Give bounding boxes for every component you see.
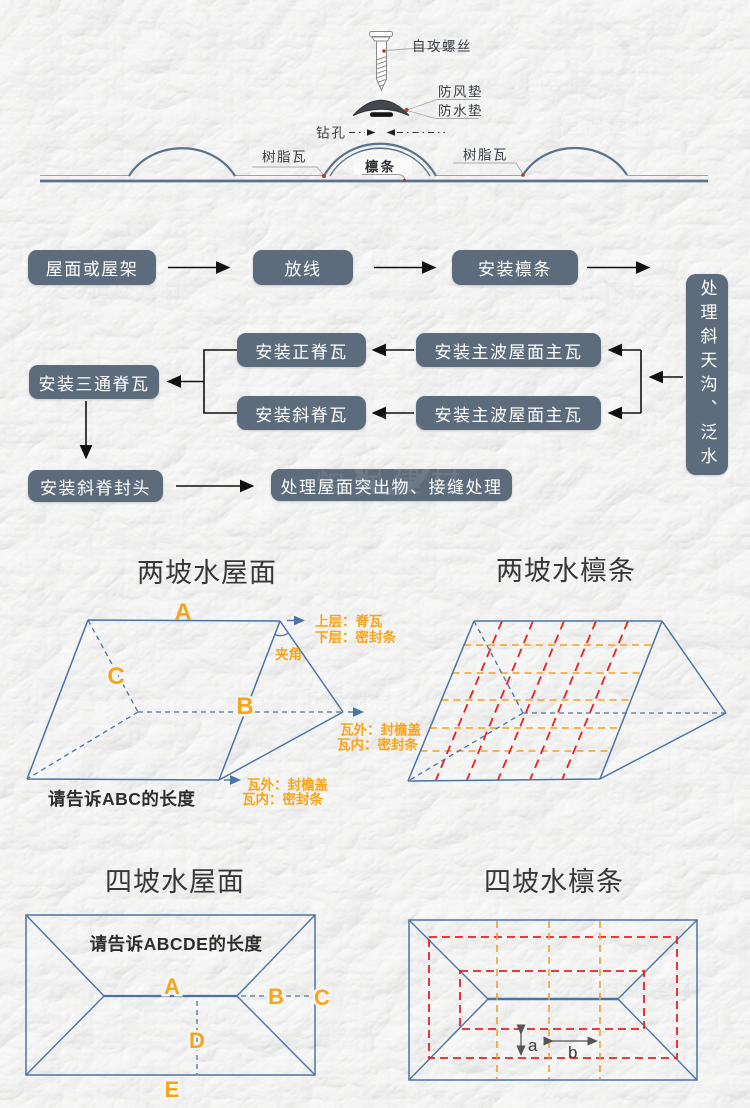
flow-node-treat-valley-flashing: 处理斜天沟、泛水: [686, 274, 728, 475]
resin-tile-right-label: 树脂瓦: [463, 148, 508, 163]
screw-label: 自攻螺丝: [412, 39, 472, 54]
tile-wave-center-inner: [329, 147, 431, 177]
tile-wave-left: [128, 147, 236, 177]
screw-head: [369, 31, 393, 37]
gable-eave-note-right-2: 瓦内：密封条: [337, 737, 418, 753]
hip-roof-question: 请告诉ABCDE的长度: [90, 934, 263, 954]
hip-purlin-outline: [408, 919, 698, 1081]
flow-node-install-three-way-ridge-tile: 安装三通脊瓦: [29, 365, 159, 399]
tile-wave-center-outer: [323, 142, 437, 177]
water-pad-shape: [370, 112, 393, 117]
gable-purlin-lines-orange: [420, 644, 653, 752]
tile-wave-profiles: [128, 142, 628, 177]
gable-purlin-title: 两坡水檩条: [496, 556, 636, 586]
flow-node-install-main-wave-tile-2: 安装主波屋面主瓦: [416, 396, 601, 430]
gable-label-b: B: [236, 693, 253, 720]
purlin-block: [354, 158, 412, 175]
flowchart-connectors: [79, 261, 683, 493]
gable-purlin-lines-red: [435, 620, 629, 781]
roof-sheet-lines: [40, 174, 708, 183]
water-pad-label: 防水垫: [438, 104, 483, 119]
cross-section-diagram: 自攻螺丝 防风垫 防水垫 钻孔 树脂瓦 树脂瓦 檩条: [40, 31, 708, 183]
gable-purlin-hidden-edges: [407, 620, 726, 782]
hip-label-b: B: [268, 984, 284, 1009]
flow-node-treat-roof-protrusions: 处理屋面突出物、接缝处理: [271, 469, 512, 501]
self-tapping-screw: [369, 31, 393, 92]
hip-purlin-red-rect-inner: [459, 970, 645, 1030]
hip-label-c: C: [314, 985, 330, 1010]
gable-roof-title: 两坡水屋面: [137, 558, 277, 588]
gable-angle-label: 夹角: [275, 646, 302, 662]
gable-roof-hidden-edges: [26, 619, 343, 780]
hip-purlin-hip-lines: [408, 919, 698, 1081]
gable-purlin-solid-edges: [407, 620, 727, 782]
hip-roof-hip-lines: [25, 914, 316, 1076]
hip-purlin-label-b: b: [568, 1043, 577, 1062]
hip-purlin-label-a: a: [528, 1036, 538, 1055]
attachment-dots: [322, 49, 525, 183]
hip-purlin-lines-orange: [496, 921, 601, 1079]
gable-eave-note-bottom-1: 瓦外：封檐盖: [247, 777, 328, 793]
flow-node-set-out-lines: 放线: [253, 250, 353, 285]
screw-threads: [376, 56, 387, 87]
gable-eave-note-right-1: 瓦外：封檐盖: [340, 722, 421, 738]
hip-roof-diagram: 四坡水屋面 请告诉ABCDE的长度 A B C D E: [25, 867, 333, 1105]
flow-node-install-main-wave-tile-1: 安装主波屋面主瓦: [416, 333, 601, 367]
gable-roof-question: 请告诉ABC的长度: [48, 789, 195, 809]
gable-label-c: C: [107, 663, 124, 690]
hip-purlin-red-rect-outer: [428, 936, 678, 1059]
drill-arrow-right-icon: [367, 129, 376, 136]
hip-label-a: A: [164, 974, 180, 999]
hip-label-d: D: [189, 1028, 205, 1053]
hip-roof-outline: [25, 914, 316, 1076]
gable-ridge-note-2: 下层：密封条: [315, 629, 396, 645]
purlin-leader-line: [362, 174, 406, 180]
screw-neck: [371, 36, 391, 42]
drill-arrow-left-icon: [386, 129, 395, 136]
tile-wave-right: [522, 146, 628, 176]
wind-pad-shape: [352, 99, 410, 116]
purlin-label: 檩条: [365, 159, 396, 175]
flow-node-install-purlins: 安装檩条: [452, 250, 578, 285]
gable-label-a: A: [174, 599, 191, 626]
gable-purlin-diagram: 两坡水檩条: [407, 556, 727, 782]
resin-tile-left-label: 树脂瓦: [262, 150, 307, 165]
drill-hole-label: 钻孔: [316, 126, 347, 141]
gable-roof-solid-edges: [26, 619, 344, 781]
hip-label-e: E: [165, 1077, 180, 1102]
gable-ridge-note-1: 上层：脊瓦: [315, 613, 383, 629]
drill-hole-mark: [349, 129, 445, 136]
wind-pad-label: 防风垫: [438, 85, 483, 100]
hip-roof-title: 四坡水屋面: [105, 867, 245, 897]
leader-lines: [252, 48, 524, 176]
hip-purlin-diagram: 四坡水檩条 a b: [408, 867, 698, 1081]
gable-roof-angle-arc: [274, 632, 289, 637]
gable-roof-diagram: 两坡水屋面 A C B 夹角 上层：脊瓦 下层：密封条 瓦外：封檐盖 瓦内：密封…: [26, 558, 421, 809]
flow-node-roof-or-truss: 屋面或屋架: [28, 250, 156, 285]
hip-purlin-title: 四坡水檩条: [484, 867, 624, 897]
flow-node-install-hip-ridge-tile: 安装斜脊瓦: [237, 396, 366, 430]
gable-eave-note-bottom-2: 瓦内：密封条: [242, 791, 323, 807]
flow-node-install-hip-ridge-end-cap: 安装斜脊封头: [28, 470, 163, 502]
flow-node-install-main-ridge-tile: 安装正脊瓦: [237, 333, 366, 367]
bracket-left: [203, 349, 237, 414]
